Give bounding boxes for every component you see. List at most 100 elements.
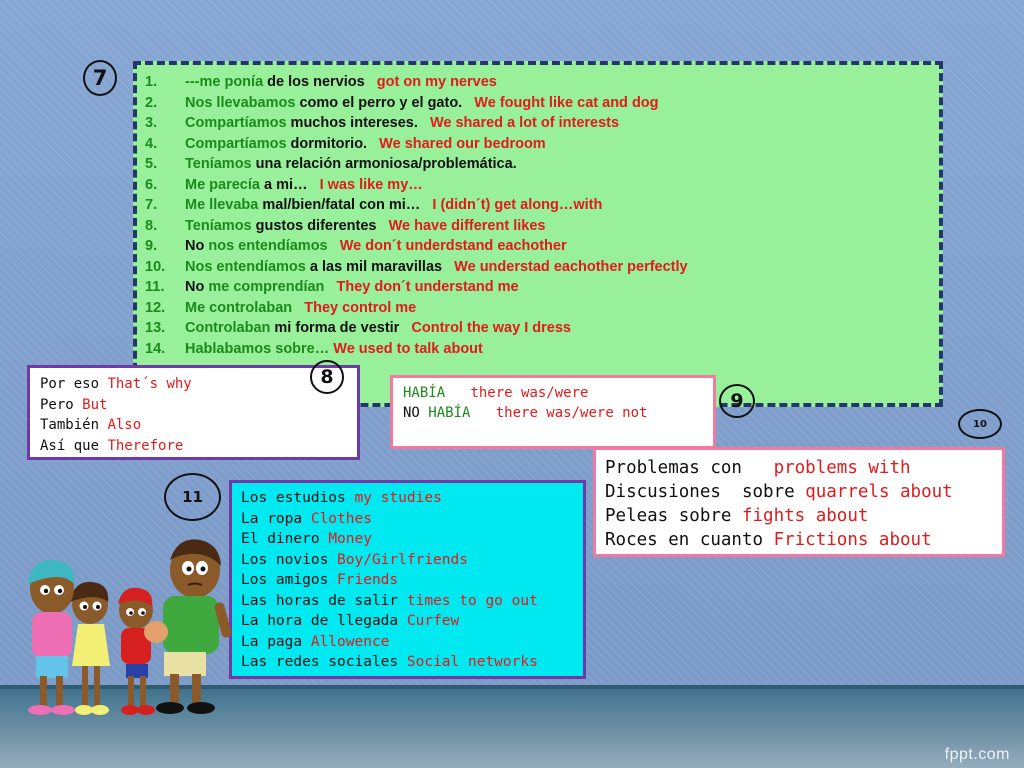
vocab-item-number: 10.: [145, 258, 166, 275]
spanish-term: El dinero: [241, 531, 329, 547]
vocab-row: Por eso That´s why: [40, 374, 357, 395]
vocab-item-number: 12.: [145, 299, 166, 316]
vocab-item-text: We fought like cat and dog: [462, 94, 659, 111]
vocab-item-text: Me llevaba: [185, 197, 259, 213]
marker-7: 7: [83, 60, 117, 96]
vocab-item: 10.Nos entendíamos a las mil maravillas …: [145, 257, 688, 278]
spanish-term: Los amigos: [241, 572, 338, 588]
english-term: Also: [107, 417, 142, 433]
marker-9-label: 9: [730, 390, 744, 412]
vocab-item-number: 5.: [145, 156, 158, 172]
spanish-term: Las horas de salir: [241, 592, 407, 609]
vocab-item-text: me comprendían: [204, 279, 325, 295]
english-term: quarrels about: [805, 482, 953, 502]
english-term: Boy/Girlfriends: [337, 551, 468, 568]
english-term: my studies: [354, 490, 442, 506]
vocab-item-text: a las mil maravillas: [305, 258, 443, 275]
vocab-item-text: They control me: [292, 299, 417, 316]
vocab-item-text: No: [185, 279, 205, 295]
vocab-row: Discusiones sobre quarrels about: [605, 480, 1002, 504]
spanish-term: Por eso: [40, 376, 100, 392]
vocab-item-text: I (didn´t) get along…with: [420, 197, 603, 213]
vocab-item: 12.Me controlaban They control me: [145, 298, 688, 319]
vocab-item-text: nos entendíamos: [204, 238, 328, 254]
vocab-item: 5. Teníamos una relación armoniosa/proble…: [145, 154, 688, 175]
english-term: Clothes: [310, 510, 372, 527]
english-term: Money: [328, 531, 372, 547]
vocab-item-text: Teníamos: [185, 156, 252, 172]
vocab-item-text: They don´t understand me: [324, 279, 519, 295]
vocab-item: 1.---me ponía de los nervios got on my n…: [145, 72, 688, 93]
spanish-term: Peleas sobre: [605, 506, 742, 526]
spanish-term: Los novios: [241, 551, 338, 568]
vocab-row: El dinero Money: [241, 529, 583, 550]
vocab-item-text: We have different likes: [376, 217, 546, 234]
vocab-item-text: Teníamos: [185, 217, 252, 234]
vocab-item-text: Compartíamos: [185, 135, 287, 152]
vocab-item: 7. Me llevaba mal/bien/fatal con mi… I (d…: [145, 195, 688, 216]
dad-figure: [156, 539, 232, 714]
spanish-term: Pero: [40, 396, 74, 413]
vocab-item-number: 3.: [145, 115, 158, 131]
vocab-item-text: una relación armoniosa/problemática.: [251, 156, 517, 172]
vocab-item-text: mi forma de vestir: [270, 320, 400, 336]
vocab-item-number: 14.: [145, 340, 166, 357]
vocab-item-number: 9.: [145, 238, 158, 254]
vocab-row: Problemas con problems with: [605, 456, 1002, 480]
marker-8-label: 8: [320, 366, 334, 388]
vocab-row: También Also: [40, 415, 357, 436]
spanish-term: Los estudios: [241, 490, 355, 506]
vocab-item-text: Control the way I dress: [399, 320, 571, 336]
vocab-box-relationships: 1.---me ponía de los nervios got on my n…: [133, 61, 943, 407]
vocab-row: NO HABÍA there was/were not: [403, 403, 713, 423]
spanish-term: La paga: [241, 633, 311, 650]
habia-text: there was/were not: [470, 405, 648, 421]
vocab-row: La hora de llegada Curfew: [241, 611, 583, 632]
spanish-term: Así que: [40, 437, 100, 454]
vocab-item-text: I was like my…: [307, 176, 423, 193]
spanish-term: También: [40, 417, 100, 433]
spanish-term: Las redes sociales: [241, 654, 407, 670]
vocab-item-text: Nos llevabamos: [185, 94, 296, 111]
spanish-term: Problemas con: [605, 458, 774, 478]
english-term: problems with: [773, 458, 911, 478]
vocab-row: Los estudios my studies: [241, 488, 583, 509]
floor-edge: [0, 685, 1024, 689]
vocab-row: Los amigos Friends: [241, 570, 583, 591]
vocab-item: 13.Controlaban mi forma de vestir Contro…: [145, 318, 688, 339]
vocab-list: 1.---me ponía de los nervios got on my n…: [145, 72, 688, 359]
english-term: Friends: [337, 572, 399, 588]
marker-11: 11: [164, 473, 221, 521]
vocab-item-text: Controlaban: [185, 320, 271, 336]
habia-text: HABÍA: [403, 385, 446, 401]
english-term: That´s why: [107, 376, 192, 392]
vocab-item-number: 1.: [145, 74, 158, 90]
english-term: fights about: [741, 506, 869, 526]
marker-10: 10: [958, 409, 1002, 439]
girl-figure: [70, 581, 110, 715]
habia-text: HABÍA: [428, 405, 471, 421]
vocab-item-text: Nos entendíamos: [185, 258, 306, 275]
vocab-item-text: We shared a lot of interests: [417, 115, 620, 131]
vocab-item-number: 8.: [145, 217, 158, 234]
habia-text: NO: [403, 405, 429, 421]
vocab-item: 9.No nos entendíamos We don´t underdstan…: [145, 236, 688, 257]
marker-10-label: 10: [973, 418, 987, 430]
vocab-item-text: We understad eachother perfectly: [442, 258, 688, 275]
spanish-term: La hora de llegada: [241, 613, 407, 629]
vocab-item: 4.Compartíamos dormitorio. We shared our…: [145, 134, 688, 155]
vocab-item-number: 11.: [145, 279, 165, 295]
vocab-item-text: Me parecía: [185, 176, 260, 193]
english-term: Allowence: [310, 633, 390, 650]
vocab-item-number: 7.: [145, 197, 158, 213]
vocab-item: 2.Nos llevabamos como el perro y el gato…: [145, 93, 688, 114]
vocab-item-text: mal/bien/fatal con mi…: [258, 197, 421, 213]
vocab-item: 6.Me parecía a mi… I was like my…: [145, 175, 688, 196]
marker-8: 8: [310, 360, 344, 394]
vocab-row: Roces en cuanto Frictions about: [605, 528, 1002, 552]
vocab-row: HABÍA there was/were: [403, 383, 713, 403]
vocab-item-text: de los nervios: [263, 74, 365, 90]
vocab-row: La ropa Clothes: [241, 509, 583, 530]
